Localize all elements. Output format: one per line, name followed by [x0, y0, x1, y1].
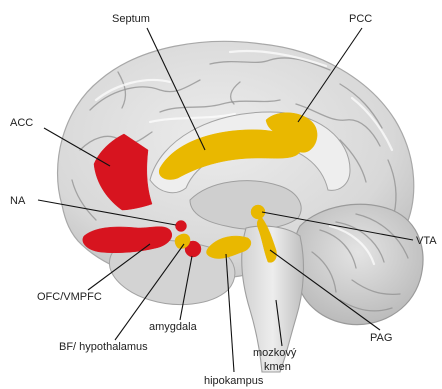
label-septum: Septum — [112, 13, 150, 25]
label-na: NA — [10, 195, 26, 207]
label-ofc: OFC/VMPFC — [37, 291, 102, 303]
label-pag: PAG — [370, 332, 392, 344]
cerebellum — [294, 204, 423, 324]
label-amygdala: amygdala — [149, 321, 198, 333]
label-bf: BF/ hypothalamus — [59, 341, 148, 353]
label-mozkovy-line1: mozkový — [253, 347, 297, 359]
label-hipokampus: hipokampus — [204, 375, 264, 387]
na-region — [176, 221, 187, 232]
label-pcc: PCC — [349, 13, 372, 25]
label-acc: ACC — [10, 117, 33, 129]
label-vta: VTA — [416, 235, 437, 247]
label-mozkovy-line2: kmen — [264, 361, 291, 373]
